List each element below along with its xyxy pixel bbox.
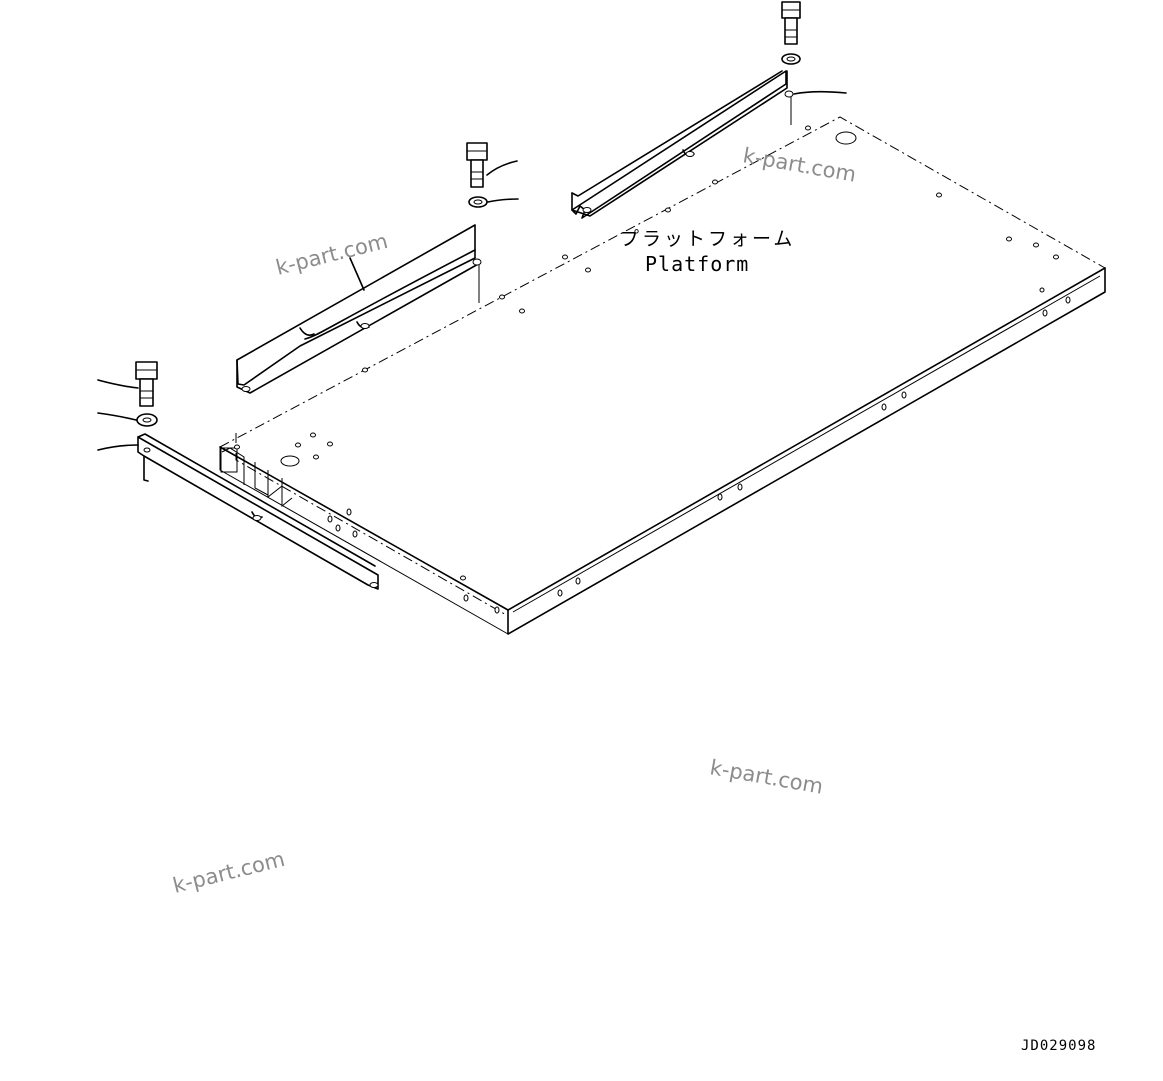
washer-icon — [781, 53, 801, 65]
leader-line — [793, 90, 847, 95]
bracket-middle — [236, 224, 482, 394]
leader-line — [349, 257, 365, 291]
watermark: k-part.com — [741, 143, 858, 186]
platform-label-english: Platform — [645, 252, 749, 276]
bolt-icon — [781, 1, 801, 45]
platform-label-japanese: プラットフォーム — [620, 228, 795, 250]
watermark: k-part.com — [708, 755, 825, 798]
washer-icon — [468, 196, 488, 208]
leader-line — [97, 444, 139, 451]
bracket-top-right — [571, 70, 794, 219]
platform — [219, 116, 1106, 635]
watermark: k-part.com — [273, 229, 390, 280]
bolt-icon — [135, 361, 158, 407]
bolt-icon — [466, 142, 488, 188]
leader-line — [487, 198, 519, 203]
washer-icon — [136, 413, 158, 427]
drawing-code: JD029098 — [1021, 1038, 1096, 1054]
leader-line — [97, 379, 139, 389]
bracket-bottom-left — [137, 433, 379, 590]
leader-line — [486, 160, 518, 176]
leader-line — [97, 412, 137, 421]
watermark: k-part.com — [170, 847, 287, 898]
